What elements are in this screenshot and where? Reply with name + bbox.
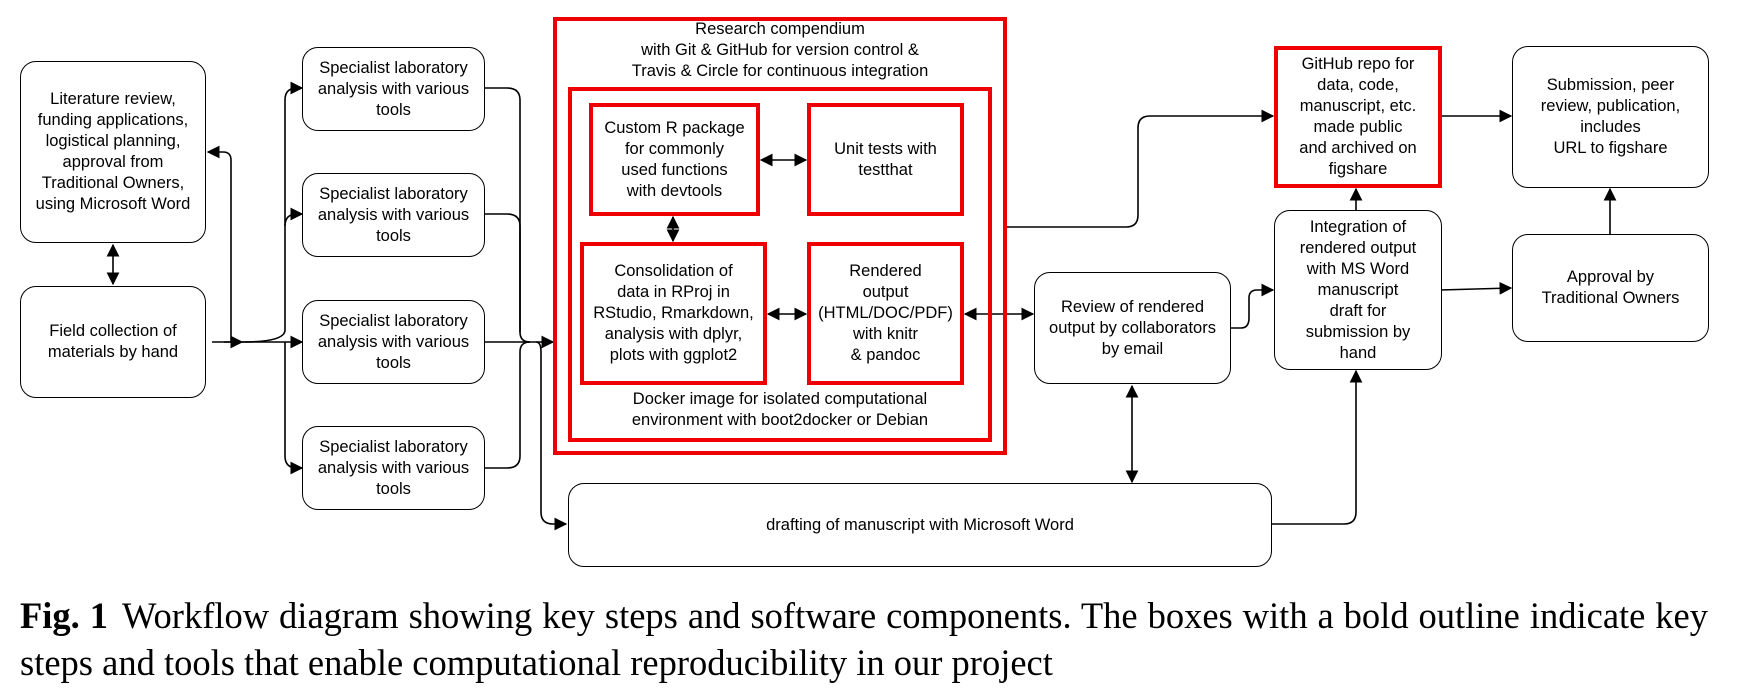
research-compendium-frame xyxy=(553,17,1007,455)
approval-box: Approval by Traditional Owners xyxy=(1512,234,1709,342)
connector-integration-approval xyxy=(1439,281,1513,295)
lab-analysis-box-3: Specialist laboratory analysis with vari… xyxy=(302,300,485,384)
research-compendium-label: Research compendium with Git & GitHub fo… xyxy=(631,20,929,80)
drafting-manuscript-box: drafting of manuscript with Microsoft Wo… xyxy=(568,483,1272,567)
workflow-connectors xyxy=(106,81,1617,531)
connector-hub-literature xyxy=(206,145,232,343)
lab-analysis-box-4: Specialist laboratory analysis with vari… xyxy=(302,426,485,510)
connector-drafting-integration xyxy=(1272,369,1363,525)
lab-analysis-box-1: Specialist laboratory analysis with vari… xyxy=(302,47,485,131)
docker-frame xyxy=(568,87,992,442)
connector-hub-drafting xyxy=(535,341,568,531)
connector-hub-lab-2 xyxy=(284,207,304,227)
connector-review-integration xyxy=(1231,283,1275,329)
integration-box: Integration of rendered output with MS W… xyxy=(1274,210,1442,370)
connector-lab2-compendium xyxy=(485,213,521,332)
field-collection-box: Field collection of materials by hand xyxy=(20,286,206,398)
consolidation-box: Consolidation of data in RProj in RStudi… xyxy=(580,242,767,385)
connector-hub-lab-1 xyxy=(241,81,304,343)
rendered-output-box: Rendered output (HTML/DOC/PDF) with knit… xyxy=(807,242,964,385)
connector-lab1-compendium xyxy=(485,87,531,343)
connector-compendium-github xyxy=(1007,109,1275,228)
connector-lab4-compendium xyxy=(485,341,531,469)
custom-r-package-box: Custom R package for commonly used funct… xyxy=(589,103,760,216)
github-repo-box: GitHub repo for data, code, manuscript, … xyxy=(1274,46,1442,188)
caption-text: Workflow diagram showing key steps and s… xyxy=(20,595,1709,683)
literature-review-box: Literature review, funding applications,… xyxy=(20,61,206,243)
connector-hub-lab-4 xyxy=(284,342,304,475)
review-by-collaborators-box: Review of rendered output by collaborato… xyxy=(1034,272,1231,384)
submission-box: Submission, peer review, publication, in… xyxy=(1512,46,1709,188)
unit-tests-box: Unit tests with testthat xyxy=(807,103,964,216)
lab-analysis-box-2: Specialist laboratory analysis with vari… xyxy=(302,173,485,257)
figure-label: Fig. 1 xyxy=(20,595,109,636)
docker-label: Docker image for isolated computational … xyxy=(631,390,929,429)
